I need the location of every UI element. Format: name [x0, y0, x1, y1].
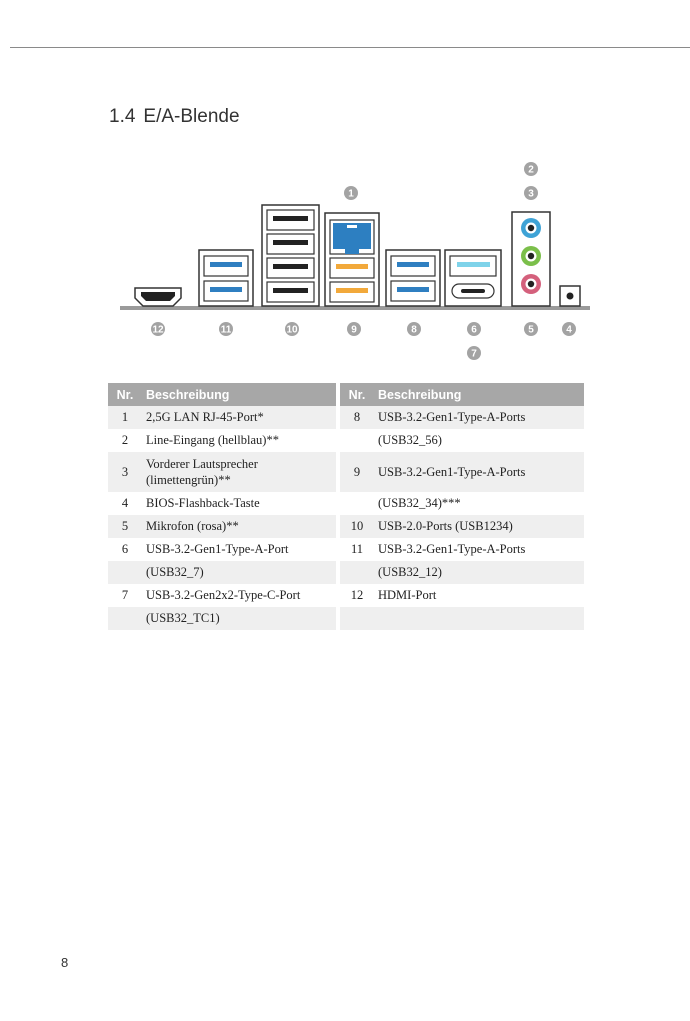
usb32-56-ports-icon: [385, 249, 441, 307]
usb32-7-and-typec-icon: [444, 249, 502, 307]
svg-text:11: 11: [221, 325, 232, 336]
callout-12: 12: [151, 322, 165, 336]
row-desc: USB-3.2-Gen1-Type-A-Ports: [374, 406, 584, 429]
row-nr: 10: [340, 515, 374, 538]
section-number: 1.4: [109, 106, 136, 127]
table-row: 1 2,5G LAN RJ-45-Port* 8 USB-3.2-Gen1-Ty…: [108, 406, 584, 429]
row-desc: (USB32_7): [142, 561, 336, 584]
svg-text:5: 5: [528, 325, 534, 336]
header-nr-left: Nr.: [108, 383, 142, 406]
row-nr: 9: [340, 452, 374, 492]
table-row: 3 Vorderer Lautsprecher(limettengrün)** …: [108, 452, 584, 492]
row-nr: 3: [108, 452, 142, 492]
callout-10: 10: [285, 322, 299, 336]
row-nr: [340, 492, 374, 515]
table-row: 7 USB-3.2-Gen2x2-Type-C-Port 12 HDMI-Por…: [108, 584, 584, 607]
callout-5: 5: [524, 322, 538, 336]
row-nr: 2: [121, 433, 129, 447]
usb32-12-ports-icon: [198, 249, 254, 307]
header-desc-right: Beschreibung: [374, 383, 584, 406]
row-nr: [108, 607, 142, 630]
row-desc: (USB32_TC1): [142, 607, 336, 630]
row-desc: USB-2.0-Ports (USB1234): [374, 515, 584, 538]
section-title-text: E/A-Blende: [143, 106, 240, 127]
row-desc: USB-3.2-Gen2x2-Type-C-Port: [146, 588, 301, 602]
row-desc: (USB32_56): [378, 433, 442, 447]
row-nr: 11: [350, 542, 364, 556]
table-row: 4 BIOS-Flashback-Taste (USB32_34)***: [108, 492, 584, 515]
callout-7: 7: [467, 346, 481, 360]
row-nr: 8: [340, 406, 374, 429]
svg-text:9: 9: [351, 325, 357, 336]
callout-11: 11: [219, 322, 233, 336]
header-desc-left: Beschreibung: [142, 383, 336, 406]
callout-6: 6: [467, 322, 481, 336]
row-desc: Line-Eingang (hellblau)**: [146, 433, 279, 447]
svg-text:12: 12: [152, 325, 164, 336]
lan-usb-stack-icon: [324, 212, 380, 307]
row-desc: USB-3.2-Gen1-Type-A-Ports: [374, 452, 584, 492]
table-row: 2 Line-Eingang (hellblau)** (USB32_56): [108, 429, 584, 452]
table-row: 5 Mikrofon (rosa)** 10 USB-2.0-Ports (US…: [108, 515, 584, 538]
row-nr: [340, 561, 374, 584]
table-row: (USB32_TC1): [108, 607, 584, 630]
svg-text:2: 2: [528, 165, 534, 176]
callout-8: 8: [407, 322, 421, 336]
svg-text:8: 8: [411, 325, 417, 336]
svg-text:10: 10: [286, 325, 298, 336]
row-desc: 2,5G LAN RJ-45-Port*: [142, 406, 336, 429]
callout-2: 2: [524, 162, 538, 176]
row-nr: [108, 561, 142, 584]
svg-text:6: 6: [471, 325, 477, 336]
rj45-lan-icon: [329, 219, 375, 255]
table-header: Nr. Beschreibung Nr. Beschreibung: [108, 383, 584, 406]
row-desc: Mikrofon (rosa)**: [142, 515, 336, 538]
row-nr: 7: [121, 588, 129, 602]
audio-jacks-icon: [511, 211, 551, 307]
row-desc: BIOS-Flashback-Taste: [146, 496, 260, 510]
section-title: 1.4 E/A-Blende: [109, 106, 240, 128]
svg-text:3: 3: [528, 189, 534, 200]
row-desc: Vorderer Lautsprecher(limettengrün)**: [142, 452, 336, 492]
row-desc: (USB32_34)***: [378, 496, 461, 510]
bios-flashback-button-icon: [559, 285, 581, 307]
svg-text:4: 4: [566, 325, 572, 336]
io-port-table: Nr. Beschreibung Nr. Beschreibung 1 2,5G…: [108, 383, 584, 630]
usb20-1234-ports-icon: [261, 204, 320, 307]
svg-text:7: 7: [471, 349, 477, 360]
row-nr: 1: [108, 406, 142, 429]
row-desc: HDMI-Port: [378, 588, 437, 602]
row-nr: 5: [108, 515, 142, 538]
row-nr: 4: [121, 496, 129, 510]
callout-9: 9: [347, 322, 361, 336]
callout-1: 1: [344, 186, 358, 200]
hdmi-port-icon: [134, 287, 182, 307]
callout-3: 3: [524, 186, 538, 200]
header-nr-right: Nr.: [340, 383, 374, 406]
row-nr: 6: [121, 542, 129, 556]
svg-text:1: 1: [348, 189, 354, 200]
table-row: 6 USB-3.2-Gen1-Type-A-Port 11 USB-3.2-Ge…: [108, 538, 584, 561]
row-nr: 12: [350, 588, 364, 602]
table-row: (USB32_7) (USB32_12): [108, 561, 584, 584]
row-desc: USB-3.2-Gen1-Type-A-Ports: [378, 542, 526, 556]
row-desc: (USB32_12): [374, 561, 584, 584]
callout-4: 4: [562, 322, 576, 336]
row-nr: [340, 429, 374, 452]
row-desc: USB-3.2-Gen1-Type-A-Port: [146, 542, 289, 556]
panel-baseline: [120, 306, 590, 310]
page-number: 8: [61, 955, 69, 970]
top-rule: [10, 47, 690, 48]
io-panel-diagram: 1 2 3 12 11 10 9 8 6 7 5 4: [120, 162, 590, 360]
